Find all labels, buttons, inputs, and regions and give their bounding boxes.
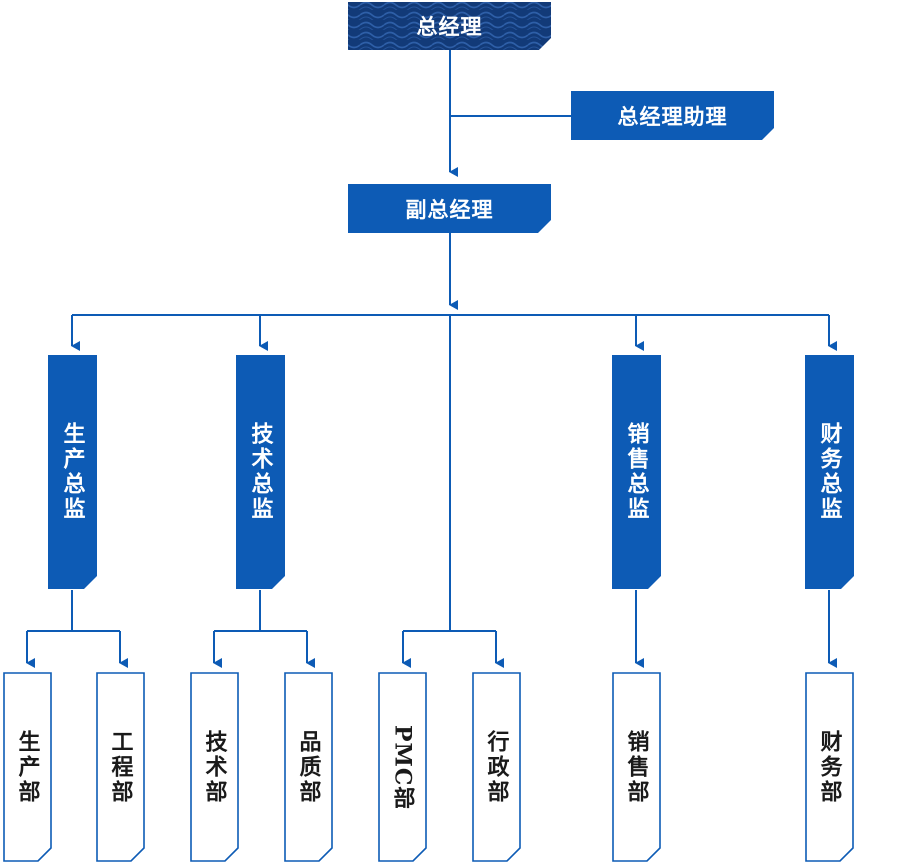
dept-box-sales: [612, 672, 661, 862]
deputy-box: [348, 184, 551, 233]
connector-lines: [26, 50, 837, 668]
director-box-tech: [236, 355, 285, 589]
dept-box-engineering: [96, 672, 145, 862]
director-box-finance: [805, 355, 854, 589]
director-box-production: [48, 355, 97, 589]
director-box-sales: [612, 355, 661, 589]
dept-box-pmc: [378, 672, 427, 862]
ceo-box: [348, 2, 551, 50]
assistant-box: [571, 91, 774, 140]
dept-box-tech: [190, 672, 239, 862]
dept-box-admin: [472, 672, 521, 862]
dept-box-finance: [805, 672, 854, 862]
dept-box-production: [3, 672, 52, 862]
dept-box-quality: [284, 672, 333, 862]
